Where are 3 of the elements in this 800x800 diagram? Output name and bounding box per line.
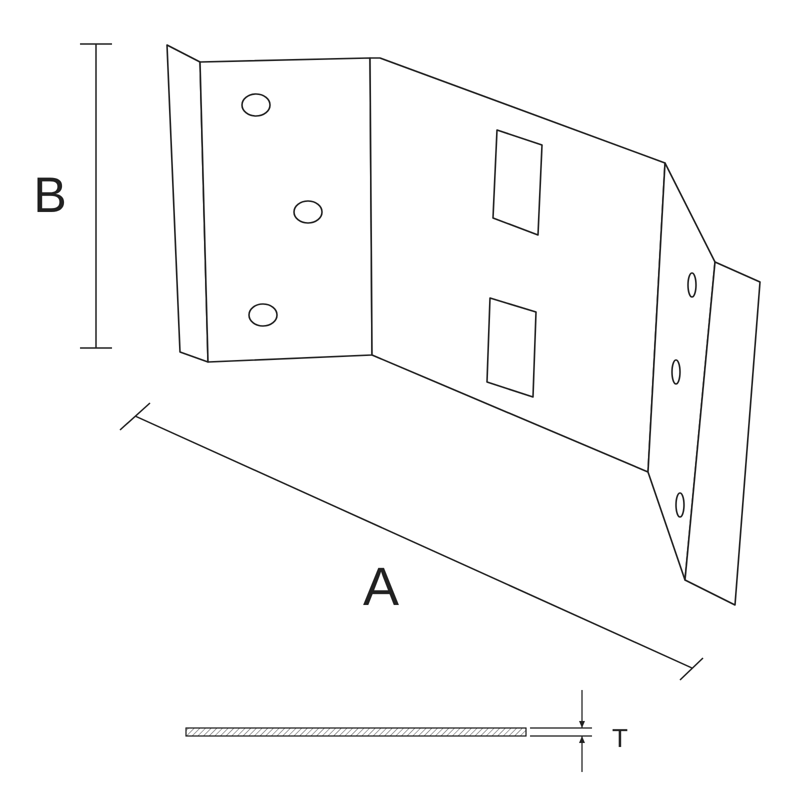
dimension-label: A [362,557,400,617]
dimension-label: T [612,723,628,753]
dimension-label: B [33,167,67,223]
